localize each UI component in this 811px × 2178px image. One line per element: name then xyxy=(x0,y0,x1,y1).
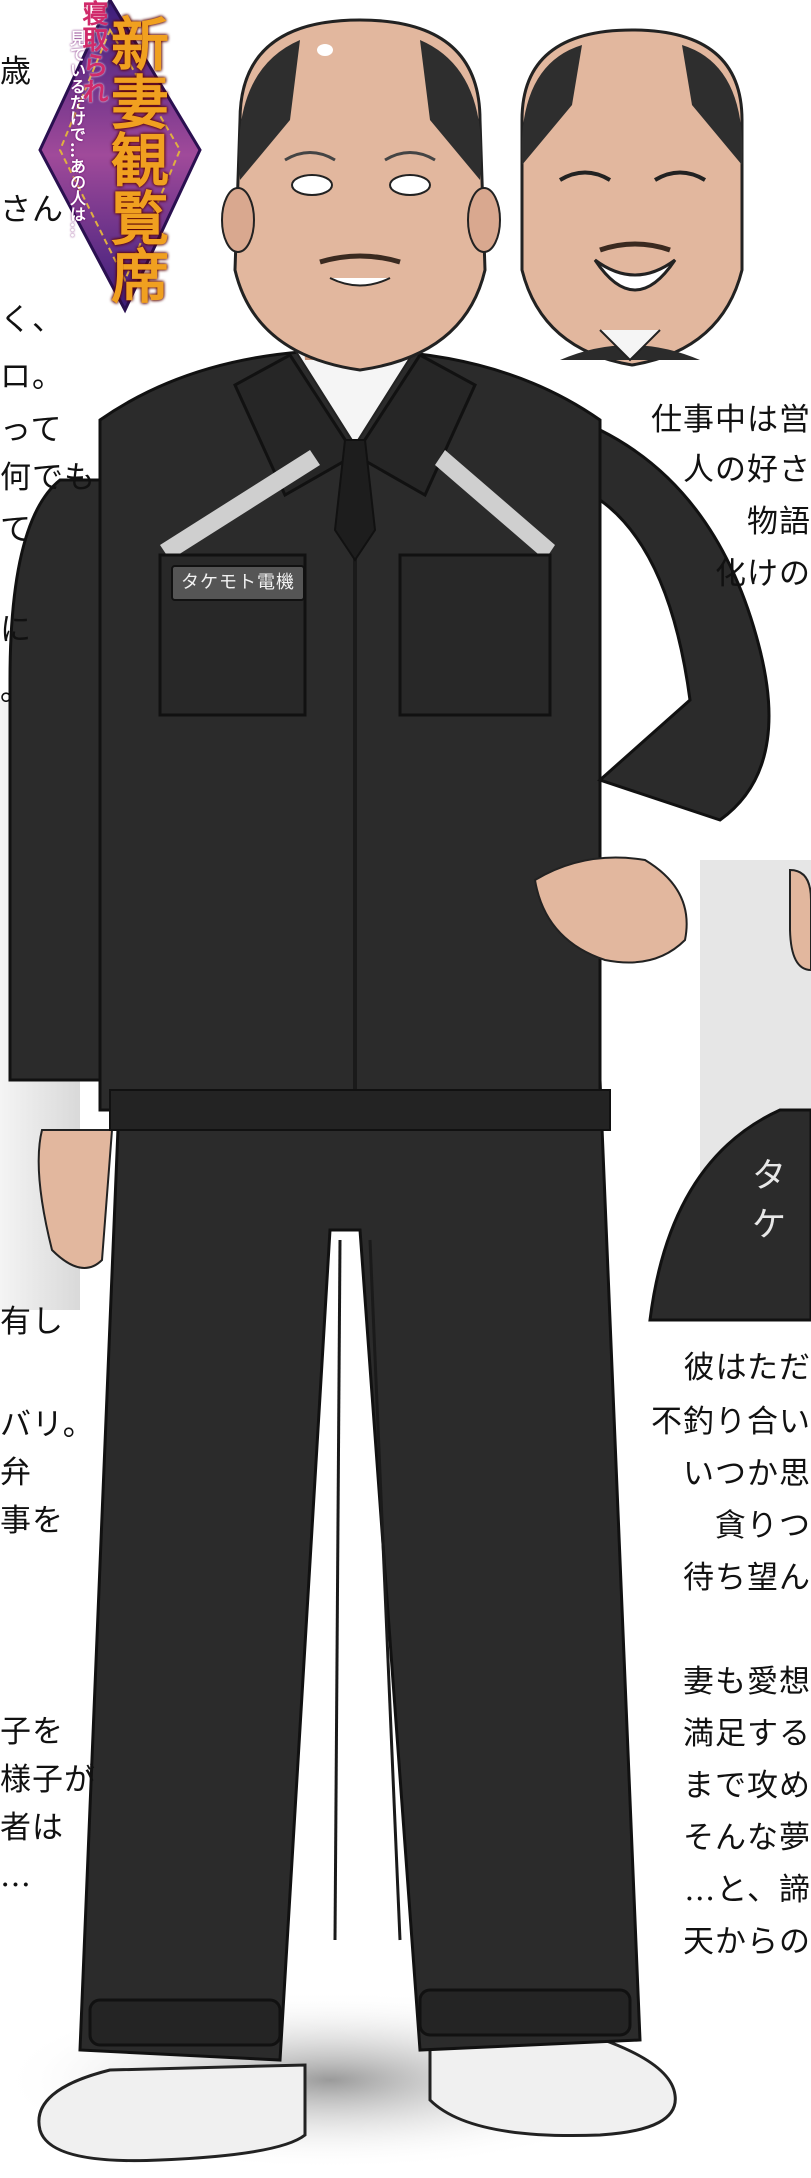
right-text-line: 満足する xyxy=(683,1716,811,1752)
left-text-line: って xyxy=(0,412,63,448)
left-text-line: 何でも xyxy=(0,460,96,496)
right-text-line: まで攻め xyxy=(683,1768,811,1804)
badge-text: タケモト電機 xyxy=(181,572,295,593)
right-text-line: 化けの xyxy=(715,556,811,592)
left-text-line: て xyxy=(0,512,32,548)
left-text-line: 事を xyxy=(0,1503,64,1539)
logo-tag: 見ているだけで…あの人は… xyxy=(67,30,86,238)
right-text-line: そんな夢 xyxy=(683,1820,811,1856)
right-text-line: 彼はただ xyxy=(683,1350,811,1386)
logo-title: 新妻観覧席 xyxy=(101,14,169,304)
left-text-line: に xyxy=(0,612,32,648)
right-text-line: いつか思 xyxy=(683,1456,811,1492)
right-text-line: …と、諦 xyxy=(684,1872,811,1908)
face-variant-smiling xyxy=(520,28,744,367)
left-text-line: 子を xyxy=(0,1714,64,1750)
left-text-line: 有し xyxy=(0,1304,64,1340)
right-text-line: 待ち望ん xyxy=(683,1560,811,1596)
right-text-line: 不釣り合い xyxy=(651,1404,811,1440)
right-text-line: 仕事中は営 xyxy=(651,402,811,438)
left-text-line: ロ。 xyxy=(0,359,64,395)
left-text-line: 者は xyxy=(0,1810,64,1846)
left-text-line: … xyxy=(0,1858,32,1894)
sleeve-badge-text: タケ xyxy=(752,1156,790,1245)
logo-label: 寝取られ xyxy=(78,0,108,104)
left-text-line: 弁 xyxy=(0,1455,32,1491)
right-text-line: 天からの xyxy=(683,1924,811,1960)
left-text-line: 歳 xyxy=(0,54,32,90)
right-text-line: 貪りつ xyxy=(714,1508,811,1544)
left-text-line: 様子が xyxy=(0,1762,96,1798)
name-badge xyxy=(171,565,305,601)
right-text-line: 物語 xyxy=(747,504,811,540)
partial-figure-right xyxy=(648,868,811,1322)
left-text-line: 。 xyxy=(0,672,32,708)
main-character xyxy=(8,18,771,2163)
left-text-line: く、 xyxy=(0,302,64,338)
right-text-line: 妻も愛想 xyxy=(683,1664,811,1700)
left-text-line: さん xyxy=(0,192,64,228)
left-text-line: バリ。 xyxy=(0,1407,95,1443)
right-text-line: 人の好さ xyxy=(683,452,811,488)
title-logo xyxy=(38,0,202,314)
